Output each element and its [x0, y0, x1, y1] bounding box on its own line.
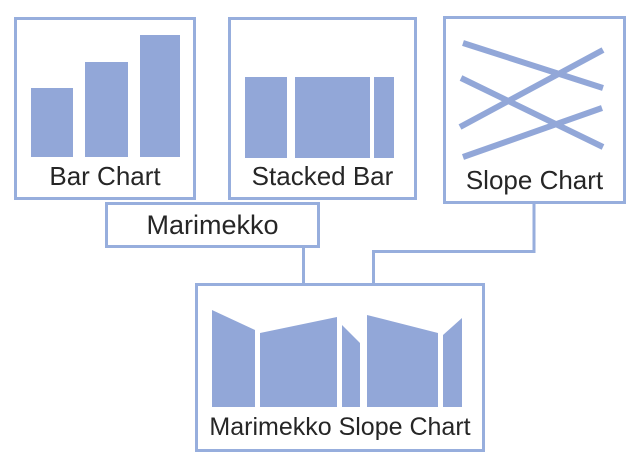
- node-marimekko-slope-chart-label: Marimekko Slope Chart: [209, 412, 471, 441]
- node-marimekko-slope-chart: Marimekko Slope Chart: [195, 283, 485, 452]
- node-marimekko: Marimekko: [105, 202, 320, 248]
- node-bar-chart-label: Bar Chart: [49, 161, 161, 192]
- node-stacked-bar: Stacked Bar: [228, 17, 417, 200]
- node-bar-chart: Bar Chart: [14, 17, 196, 200]
- node-slope-chart-label: Slope Chart: [465, 165, 604, 196]
- node-marimekko-label: Marimekko: [146, 209, 279, 240]
- node-stacked-bar-label: Stacked Bar: [251, 161, 394, 192]
- node-slope-chart: Slope Chart: [443, 16, 626, 204]
- connector-slope-chart-to-marimekko-slope: [372, 202, 536, 285]
